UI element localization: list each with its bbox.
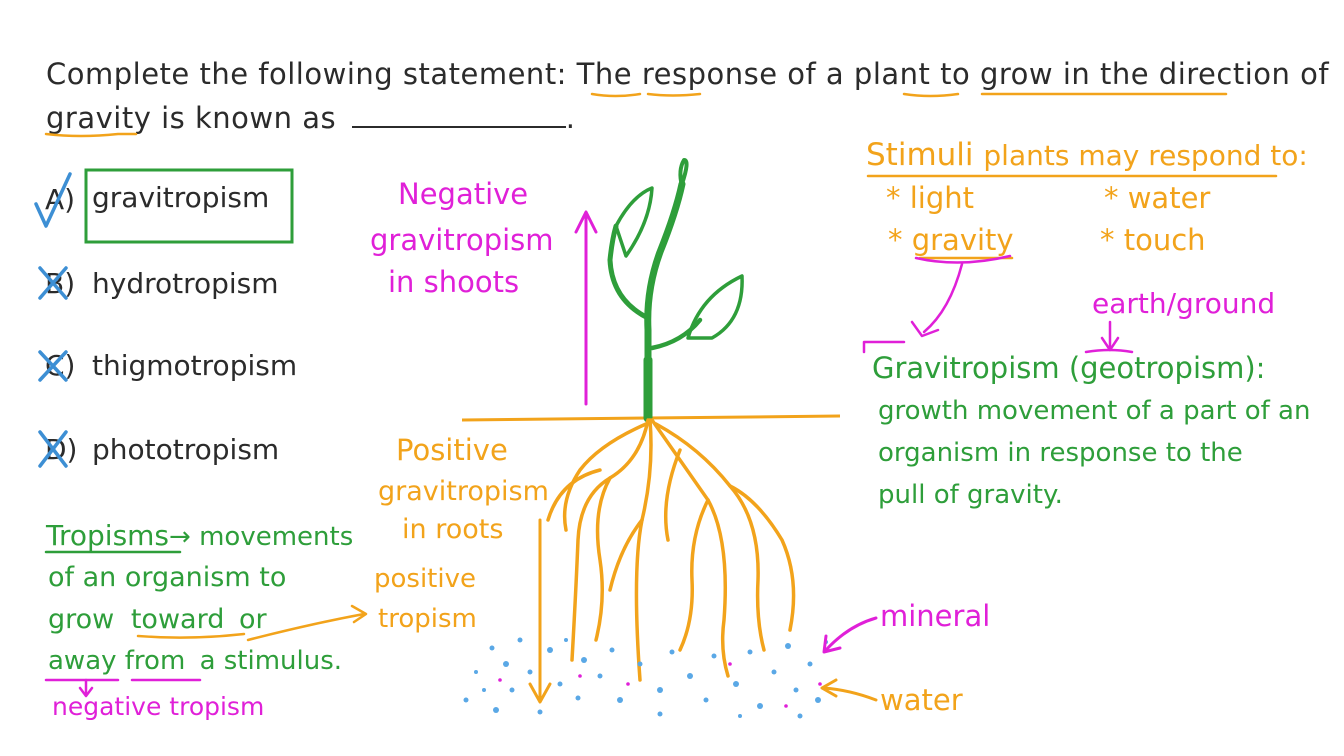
option-a-label[interactable]: gravitropism (92, 181, 270, 214)
question-line-2: gravity is known as . (46, 104, 576, 133)
shoot-arrow (574, 210, 598, 406)
negative-tropism-arrow (78, 678, 94, 698)
question-period: . (565, 101, 576, 135)
tropisms-line-2: of an organism to (48, 562, 287, 593)
stimuli-title-word: Stimuli (866, 137, 974, 173)
negative-label-2: gravitropism (370, 223, 554, 257)
tropisms-grow: grow (48, 604, 115, 635)
negative-label-1: Negative (398, 177, 529, 211)
tropisms-underlines (44, 550, 246, 682)
tropisms-stimulus: a stimulus. (199, 646, 343, 676)
plant-roots (546, 418, 796, 682)
positive-label-3: in roots (402, 514, 504, 545)
stimuli-title: Stimuli plants may respond to: (866, 140, 1308, 171)
definition-line-1: growth movement of a part of an (878, 396, 1311, 426)
negative-label-3: in shoots (388, 265, 520, 299)
tropisms-or: or (238, 604, 267, 635)
tropisms-line-3: grow toward or (48, 606, 267, 633)
option-c-label[interactable]: thigmotropism (92, 349, 298, 382)
tropisms-line-1: Tropisms→ movements (46, 519, 354, 552)
positive-tropism-arrow (246, 604, 368, 642)
cross-icons (38, 266, 68, 468)
option-d-label[interactable]: phototropism (92, 433, 280, 466)
correct-answer-box (84, 168, 294, 244)
stimulus-gravity: * gravity (888, 223, 1014, 257)
definition-line-2: organism in response to the (878, 438, 1243, 468)
stimuli-title-rest: plants may respond to: (983, 139, 1308, 172)
negative-tropism-label: negative tropism (52, 692, 265, 721)
root-arrow (528, 518, 552, 704)
positive-label-1: Positive (396, 433, 508, 467)
water-pointer (820, 678, 878, 702)
tropisms-away-from: away from (48, 646, 186, 676)
tropisms-word: Tropisms (46, 519, 170, 552)
tropisms-arrow-text: → movements (169, 522, 354, 552)
question-line-2-prefix: gravity is known as (46, 101, 337, 135)
question-underlines (44, 92, 1228, 138)
stimulus-water: * water (1104, 181, 1211, 215)
tropisms-line-4: away from a stimulus. (48, 648, 342, 674)
check-icon (34, 172, 72, 228)
stimulus-touch: * touch (1100, 223, 1206, 257)
definition-heading: Gravitropism (geotropism): (872, 354, 1265, 383)
definition-term: Gravitropism (872, 351, 1060, 385)
water-label: water (880, 683, 963, 717)
soil-particles (463, 637, 828, 719)
earth-ground-note: earth/ground (1092, 287, 1276, 320)
gravity-connector (862, 254, 1134, 354)
positive-tropism-2: tropism (378, 604, 477, 634)
definition-synonym: (geotropism): (1068, 351, 1266, 385)
option-b-label[interactable]: hydrotropism (92, 267, 279, 300)
positive-tropism-1: positive (374, 564, 476, 594)
answer-blank (351, 106, 566, 128)
mineral-particles (498, 662, 822, 708)
mineral-label: mineral (880, 599, 991, 633)
plant-shoot (607, 158, 744, 423)
mineral-pointer (822, 616, 878, 654)
tropisms-toward: toward (130, 604, 225, 635)
positive-label-2: gravitropism (378, 476, 549, 507)
question-line-1: Complete the following statement: The re… (46, 57, 1330, 91)
stimulus-light: * light (886, 181, 974, 215)
definition-line-3: pull of gravity. (878, 480, 1063, 510)
stimuli-underlines (866, 174, 1278, 260)
